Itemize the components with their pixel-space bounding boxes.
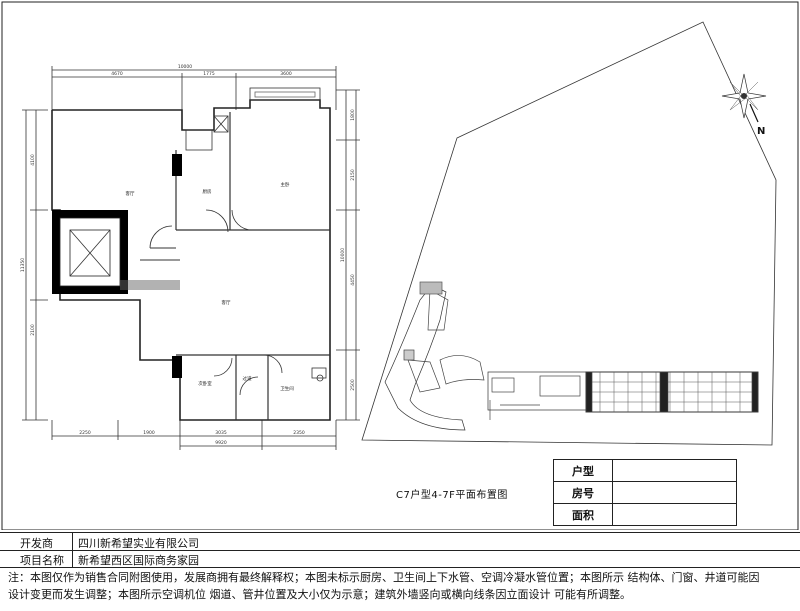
compass-icon [721,73,767,123]
drawing-canvas: 10000 4670 1775 3600 2250 1900 3035 2350… [1,1,799,530]
info-value-room-no [612,481,737,504]
unit-floor-plan [22,66,360,450]
dim-top-1: 4670 [111,71,123,77]
disclaimer-note: 注：本图仅作为销售合同附图使用，发展商拥有最终解释权；本图未标示厨房、卫生间上下… [8,569,794,603]
sheet-frame [1,1,799,530]
dim-bottom-3: 3035 [215,430,227,436]
developer-label: 开发商 [20,537,53,550]
room-label-2: 厨房 [203,188,212,195]
project-label: 项目名称 [20,554,64,567]
dim-left-1: 4100 [30,154,36,166]
room-label-6: 过道 [243,375,252,382]
project-row: 项目名称 新希望西区国际商务家园 [0,550,800,568]
site-plan [361,21,777,446]
room-label-1: 客厅 [126,190,135,197]
info-row-room-no: 房号 [553,481,737,504]
dim-bottom-total: 9920 [215,440,227,446]
dim-left-2: 2100 [30,324,36,336]
building-unit-grid [586,372,758,412]
dim-top-2: 1775 [203,71,215,77]
dim-bottom-2: 1900 [143,430,155,436]
project-value: 新希望西区国际商务家园 [78,554,199,567]
info-label-room-no: 房号 [553,481,613,504]
dim-top-3: 3600 [280,71,292,77]
info-label-type: 户型 [553,459,613,482]
info-row-area: 面积 [553,503,737,526]
room-label-3: 主卧 [281,181,290,188]
info-value-type [612,459,737,482]
dim-top-total: 10000 [178,64,192,70]
info-value-area [612,503,737,526]
dim-left-total: 11350 [20,258,26,272]
dimension-labels: 10000 4670 1775 3600 2250 1900 3035 2350… [20,64,356,446]
unit-info-table: 户型 房号 面积 [553,459,737,526]
info-row-type: 户型 [553,459,737,482]
title-block-footer: 开发商 四川新希望实业有限公司 项目名称 新希望西区国际商务家园 注：本图仅作为… [0,532,800,611]
room-label-5: 次卧室 [198,380,212,387]
room-labels: 客厅 厨房 主卧 客厅 次卧室 过道 卫生间 [126,181,295,392]
plan-title: C7户型4-7F平面布置图 [396,490,508,501]
dim-right-3: 4450 [350,274,356,286]
dim-right-2: 2150 [350,169,356,181]
developer-row: 开发商 四川新希望实业有限公司 [0,533,800,551]
dim-bottom-4: 2350 [293,430,305,436]
dim-right-4: 2500 [350,379,356,391]
info-label-area: 面积 [553,503,613,526]
dim-bottom-1: 2250 [79,430,91,436]
dim-right-1: 1800 [350,109,356,121]
disclaimer-line-1: 注：本图仅作为销售合同附图使用，发展商拥有最终解释权；本图未标示厨房、卫生间上下… [8,571,760,584]
developer-value: 四川新希望实业有限公司 [78,537,199,550]
compass-north-label: N [757,126,765,137]
disclaimer-line-2: 设计变更而发生调整；本图所示空调机位 烟道、管井位置及大小仅为示意；建筑外墙竖向… [8,588,631,601]
room-label-4: 客厅 [222,299,231,306]
dim-right-total: 10000 [340,248,346,262]
room-label-7: 卫生间 [280,385,294,392]
